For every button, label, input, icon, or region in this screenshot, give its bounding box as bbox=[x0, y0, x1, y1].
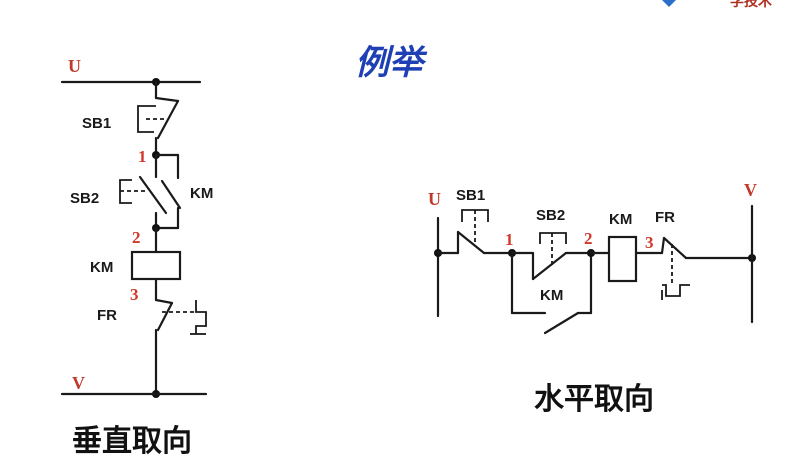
v-fr-blade bbox=[156, 301, 174, 332]
h-sb1-label: SB1 bbox=[456, 187, 485, 204]
slide-title: 例举 bbox=[355, 43, 428, 83]
v-sb1-bar bbox=[154, 96, 180, 103]
h-km-contact-label: KM bbox=[540, 287, 563, 304]
corner-logo: 学技术 bbox=[662, 0, 772, 10]
v-rail-v-label: V bbox=[72, 373, 85, 393]
v-km-contact-blade bbox=[160, 179, 182, 210]
h-rail-u-label: U bbox=[428, 189, 441, 209]
h-caption: 水平取向 bbox=[534, 382, 654, 417]
vertical-circuit: U SB1 1 SB2 KM 2 KM bbox=[60, 56, 213, 459]
v-node-3-label: 3 bbox=[130, 285, 139, 304]
logo-icon bbox=[662, 0, 676, 7]
v-km-contact-label: KM bbox=[190, 185, 213, 202]
v-sb1-button bbox=[137, 105, 156, 133]
v-rail-u-label: U bbox=[68, 56, 81, 76]
h-node-3-label: 3 bbox=[645, 233, 654, 252]
h-km-coil bbox=[607, 235, 638, 283]
v-km-coil-label: KM bbox=[90, 259, 113, 276]
v-fr-label: FR bbox=[97, 307, 117, 324]
h-sb2-blade bbox=[531, 251, 568, 281]
h-node-1-label: 1 bbox=[505, 230, 514, 249]
h-sb2-label: SB2 bbox=[536, 207, 565, 224]
h-fr-label: FR bbox=[655, 209, 675, 226]
v-sb2-blade bbox=[138, 175, 168, 215]
h-sb1-blade bbox=[456, 230, 486, 255]
v-node-2-label: 2 bbox=[132, 228, 141, 247]
corner-text: 学技术 bbox=[730, 0, 772, 10]
h-sb2-button bbox=[539, 232, 567, 244]
v-fr-thermal bbox=[195, 300, 207, 334]
h-fr-bar bbox=[660, 236, 666, 255]
v-caption: 垂直取向 bbox=[72, 424, 192, 459]
v-sb1-label: SB1 bbox=[82, 115, 111, 132]
h-rail-v-label: V bbox=[744, 180, 757, 200]
v-fr-bar bbox=[154, 298, 174, 305]
h-fr-thermal bbox=[662, 284, 690, 297]
h-fr-blade bbox=[662, 236, 688, 260]
horizontal-circuit: U SB1 1 SB2 KM 2 KM bbox=[428, 180, 757, 417]
h-km-contact-blade bbox=[543, 311, 580, 335]
h-km-coil-label: KM bbox=[609, 211, 632, 228]
h-node-2-label: 2 bbox=[584, 229, 593, 248]
v-km-coil bbox=[130, 250, 182, 281]
v-sb1-blade bbox=[156, 99, 180, 140]
v-node-1-label: 1 bbox=[138, 147, 147, 166]
v-sb2-label: SB2 bbox=[70, 190, 99, 207]
